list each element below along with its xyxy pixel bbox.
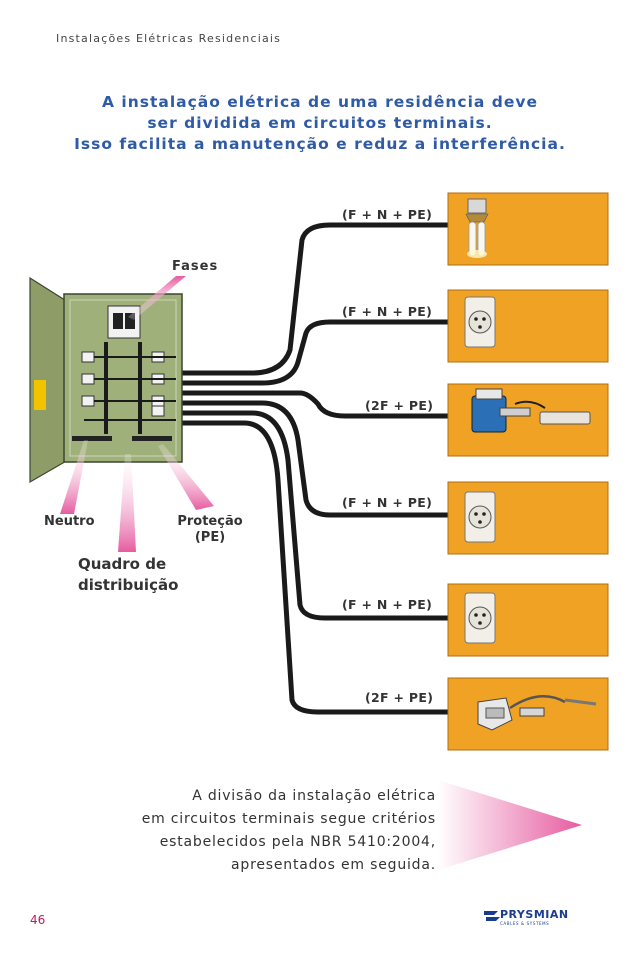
pointer-fases [128, 276, 186, 320]
closing-paragraph: A divisão da instalação elétrica em circ… [70, 785, 436, 877]
brand-tagline: CABLES & SYSTEMS [500, 921, 550, 926]
headline: A instalação elétrica de uma residência … [40, 92, 600, 155]
circuit-wires [173, 222, 465, 715]
closing-line-3: estabelecidos pela NBR 5410:2004, [159, 834, 436, 850]
door-label [34, 380, 46, 410]
page-number: 46 [30, 913, 46, 927]
circuit-label-4: (F + N + PE) [342, 495, 433, 510]
label-quadro-line-1: Quadro de [78, 555, 167, 573]
neutral-bar [72, 436, 112, 441]
pointer-protecao [158, 444, 214, 510]
closing-line-2: em circuitos terminais segue critérios [141, 811, 436, 827]
circuit-label-1: (F + N + PE) [342, 207, 433, 222]
running-header: Instalações Elétricas Residenciais [56, 32, 282, 45]
label-quadro-line-2: distribuição [78, 576, 179, 594]
distribution-board [29, 276, 183, 484]
label-protecao-line-2: (PE) [194, 530, 226, 545]
closing-line-4: apresentados em seguida. [231, 857, 436, 873]
shower-heater-icon [471, 388, 591, 433]
brand-mark-icon [484, 911, 500, 921]
label-fases: Fases [172, 259, 219, 274]
pointer-quadro [118, 454, 136, 552]
outlet-icon [464, 296, 496, 348]
circuit-label-5: (F + N + PE) [342, 597, 433, 612]
headline-line-2: ser dividida em circuitos terminais. [147, 114, 493, 132]
label-protecao: Proteção (PE) [170, 514, 250, 546]
headline-line-1: A instalação elétrica de uma residência … [101, 93, 538, 111]
wire-circuit-2 [173, 319, 465, 386]
load-panels [447, 192, 609, 751]
outlet-icon [464, 491, 496, 543]
circuit-label-6: (2F + PE) [365, 690, 434, 705]
tap-heater-icon [477, 695, 597, 731]
wire-circuit-3 [173, 390, 465, 419]
brand-name: PRYSMIAN [500, 908, 569, 921]
headline-line-3: Isso facilita a manutenção e reduz a int… [74, 135, 566, 153]
main-breaker [107, 305, 141, 339]
pointer-neutro [60, 440, 88, 514]
label-quadro: Quadro de distribuição [78, 554, 178, 596]
brand-logo: PRYSMIAN CABLES & SYSTEMS [484, 906, 584, 928]
closing-line-1: A divisão da instalação elétrica [192, 788, 436, 804]
wire-circuit-6 [173, 420, 465, 715]
wire-circuit-4 [173, 400, 465, 518]
ground-bar [132, 436, 172, 441]
circuit-label-3: (2F + PE) [365, 398, 434, 413]
wire-circuit-1 [173, 222, 465, 376]
wire-circuit-5 [173, 410, 465, 621]
lamp-icon [465, 198, 489, 258]
outlet-icon [464, 592, 496, 644]
label-pointers [60, 276, 214, 552]
bottom-arrow [438, 780, 582, 870]
label-protecao-line-1: Proteção [177, 514, 243, 529]
label-neutro: Neutro [44, 514, 95, 529]
circuit-label-2: (F + N + PE) [342, 304, 433, 319]
